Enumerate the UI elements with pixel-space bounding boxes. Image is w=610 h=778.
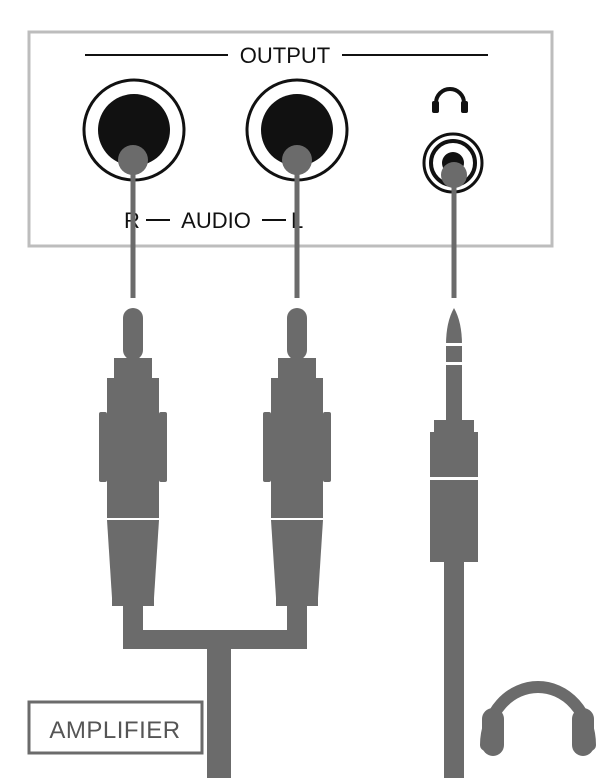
output-label: OUTPUT [240,43,330,68]
output-panel: OUTPUT R AUDIO L [27,30,554,248]
rca-plug-right [99,308,167,606]
y-split-cable [123,604,307,778]
headphones-icon [480,681,596,756]
cable-wires [130,160,457,298]
audio-label: AUDIO [181,208,251,233]
headphones-icon [432,87,468,113]
left-plug-dot [282,145,312,175]
headphone-plug-dot [441,162,467,188]
right-plug-dot [118,145,148,175]
amplifier-box: AMPLIFIER [27,700,204,755]
rca-plug-left [263,308,331,606]
amplifier-label: AMPLIFIER [49,717,180,744]
headphone-plug [430,308,478,778]
